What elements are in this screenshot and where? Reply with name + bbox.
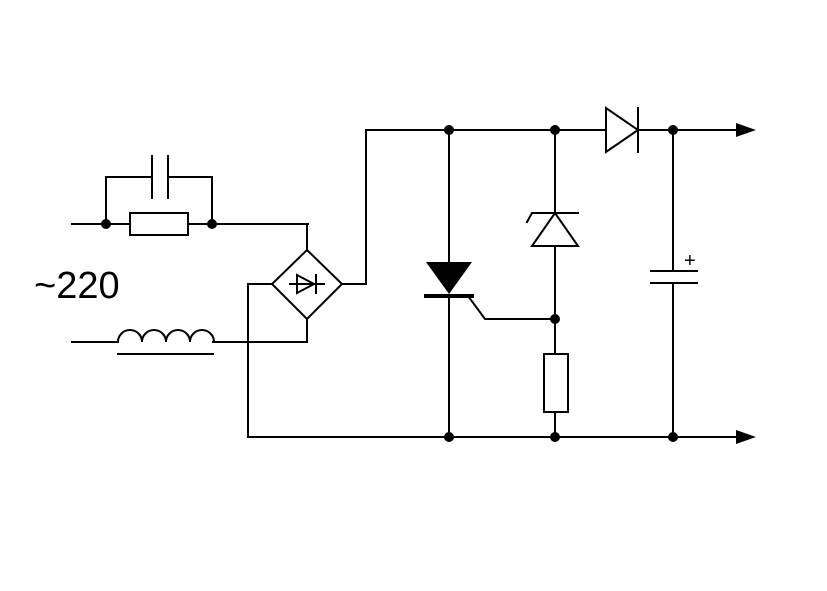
- output-capacitor: +: [650, 129, 698, 438]
- positive-rail: [365, 106, 756, 154]
- gate-resistor: [543, 353, 569, 413]
- zener-diode: [530, 211, 580, 247]
- junction-dot: [207, 219, 217, 229]
- junction-dot: [101, 219, 111, 229]
- thyristor: [424, 129, 556, 438]
- output-arrow-icon: [736, 123, 756, 137]
- zener-branch: [525, 129, 580, 438]
- output-diode: [605, 106, 640, 154]
- input-rc-network: [71, 155, 309, 251]
- capacitor-polarity-label: +: [684, 250, 696, 272]
- bridge-rectifier: [247, 129, 367, 438]
- input-inductor: [71, 318, 308, 355]
- input-voltage-label: ~220: [34, 265, 120, 307]
- input-resistor: [129, 212, 189, 236]
- junction-dot: [550, 314, 560, 324]
- output-arrow-icon: [736, 430, 756, 444]
- negative-rail: [247, 430, 756, 444]
